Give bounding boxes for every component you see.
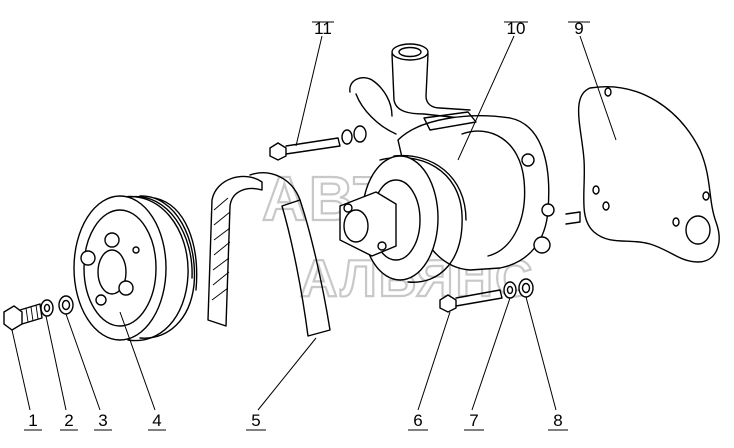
callout-labels: 1 2 3 4 5 6 7 8 9 10 11: [28, 19, 583, 430]
pump-pulley: [339, 154, 467, 283]
part-8-flat-washer: [518, 278, 534, 298]
callout-10: 10: [507, 19, 526, 38]
callout-leaders: [11, 21, 617, 431]
part-7-washer: [503, 281, 517, 299]
callout-11: 11: [314, 19, 332, 38]
callout-7: 7: [469, 411, 478, 430]
part-2-washer: [40, 299, 54, 317]
callout-4: 4: [152, 411, 161, 430]
part-6-bolt: [439, 289, 503, 313]
part-9-gasket: [577, 86, 720, 263]
part-5-belt: [207, 172, 331, 337]
callout-1: 1: [28, 411, 37, 430]
callout-2: 2: [64, 411, 73, 430]
callout-3: 3: [98, 411, 107, 430]
part-1-bolt: [3, 303, 43, 331]
callout-5: 5: [251, 411, 260, 430]
part-4-pulley: [73, 195, 198, 342]
callout-6: 6: [413, 411, 422, 430]
callout-9: 9: [574, 19, 583, 38]
callout-8: 8: [553, 411, 562, 430]
part-11-long-bolt: [269, 125, 367, 161]
part-3-flat-washer: [58, 295, 74, 315]
